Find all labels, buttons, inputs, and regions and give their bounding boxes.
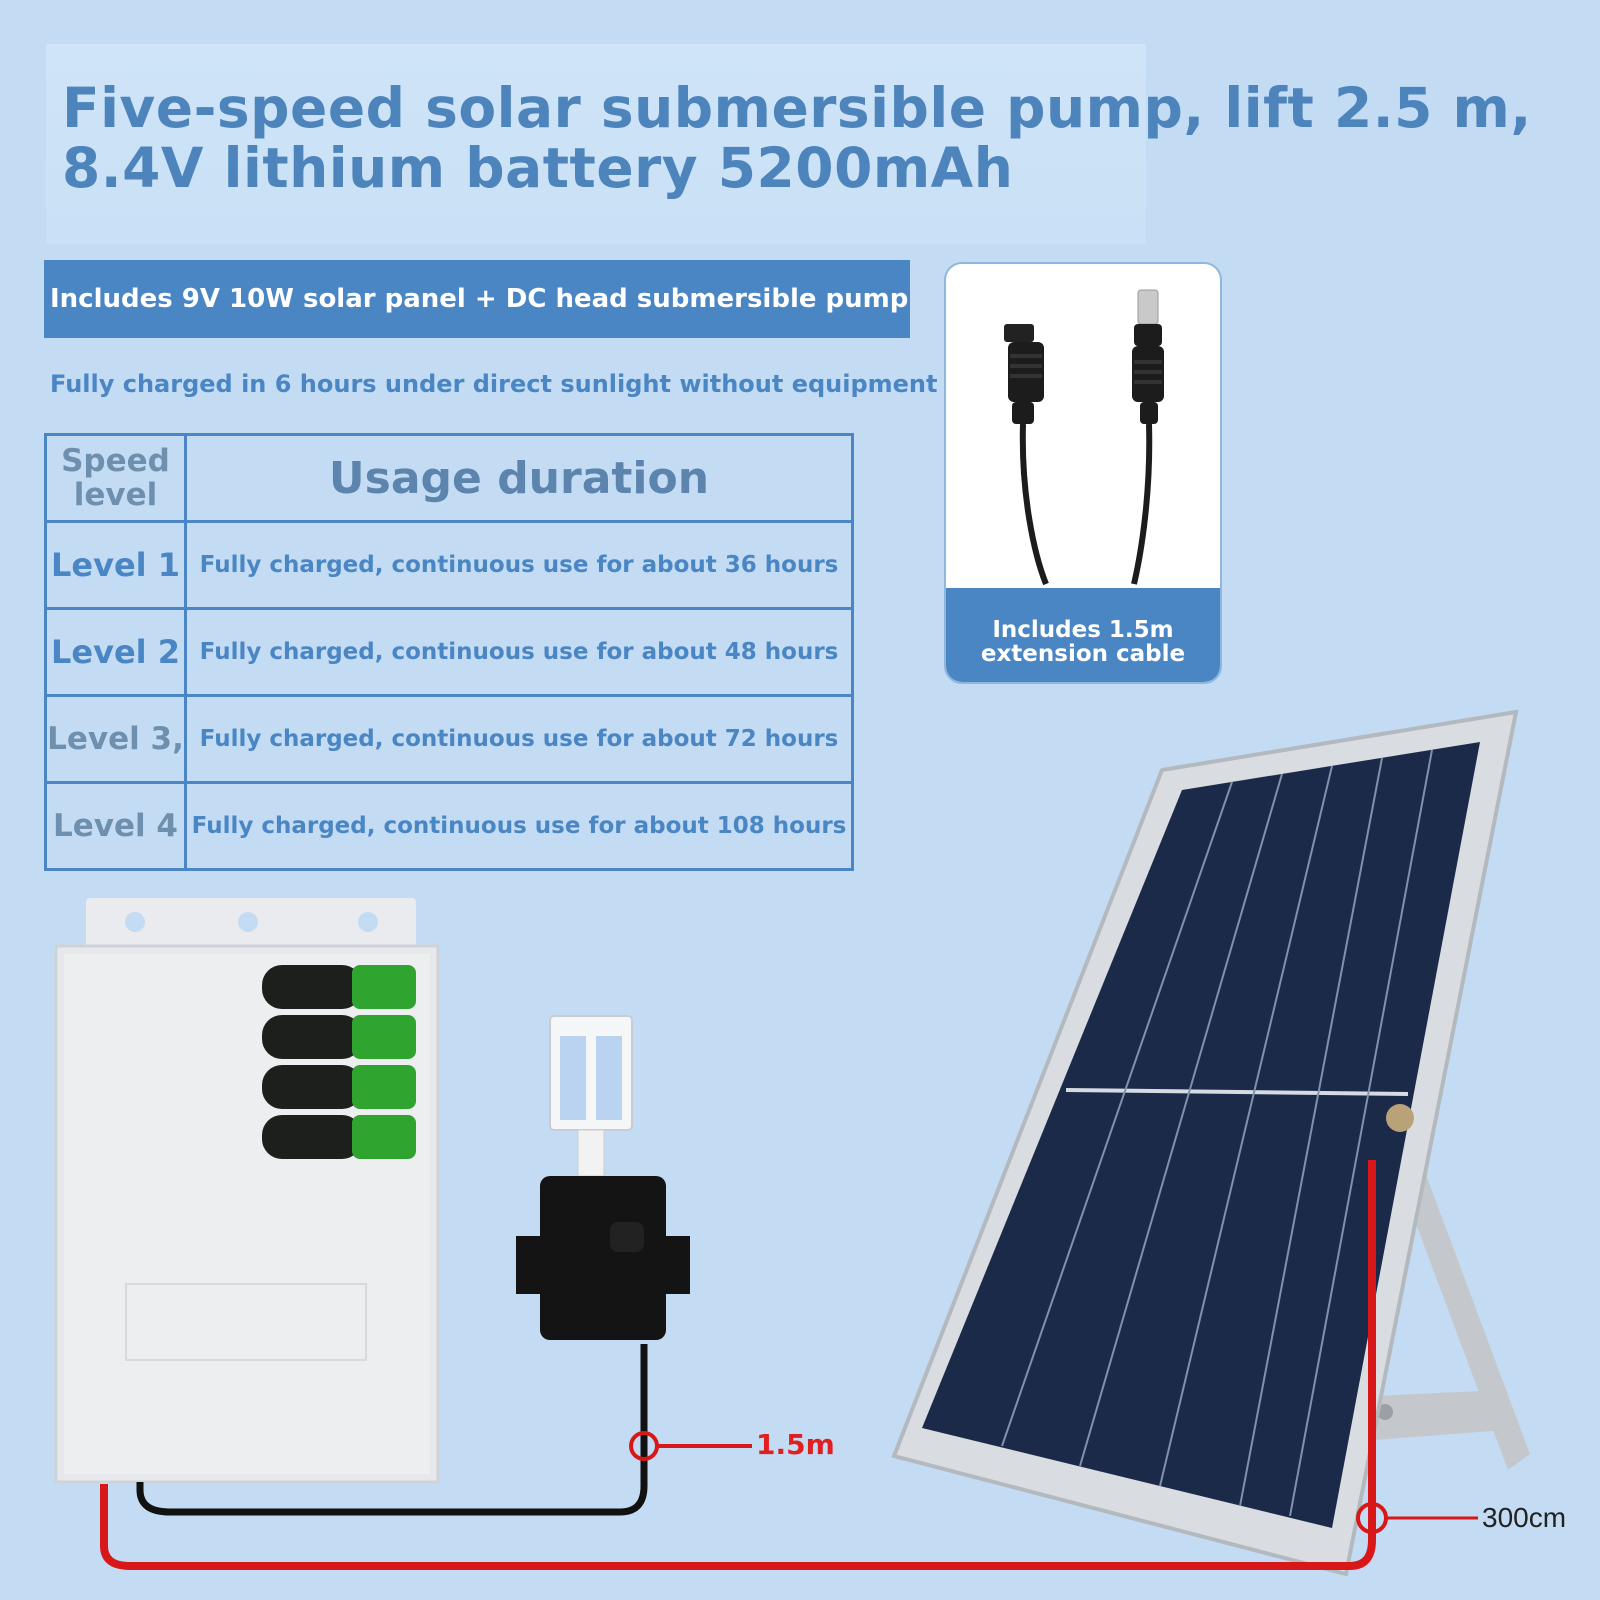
usage-duration-table: Speed level Usage duration Level 1 Fully…	[44, 433, 854, 871]
battery-cells-icon	[262, 965, 416, 1159]
extension-cable-card: Includes 1.5m extension cable	[944, 262, 1222, 684]
row-duration: Fully charged, continuous use for about …	[184, 694, 854, 784]
solar-panel-icon	[891, 709, 1530, 1577]
charging-note: Fully charged in 6 hours under direct su…	[50, 370, 938, 398]
table-row: Level 2 Fully charged, continuous use fo…	[44, 607, 854, 697]
table-row: Level 1 Fully charged, continuous use fo…	[44, 520, 854, 610]
cable-label: Includes 1.5m extension cable	[946, 588, 1220, 682]
row-level: Level 4	[44, 781, 187, 871]
table-row: Level 3, Fully charged, continuous use f…	[44, 694, 854, 784]
row-level: Level 1	[44, 520, 187, 610]
header-speed-level: Speed level	[44, 433, 187, 523]
row-duration: Fully charged, continuous use for about …	[184, 781, 854, 871]
submersible-pump-icon	[516, 1015, 690, 1340]
dc-cable-icon	[1004, 289, 1164, 586]
header-usage-duration: Usage duration	[184, 433, 854, 523]
row-level: Level 2	[44, 607, 187, 697]
row-duration: Fully charged, continuous use for about …	[184, 520, 854, 610]
table-row: Level 4 Fully charged, continuous use fo…	[44, 781, 854, 871]
row-level: Level 3,	[44, 694, 187, 784]
title-band	[46, 44, 1146, 244]
includes-banner: Includes 9V 10W solar panel + DC head su…	[44, 260, 910, 338]
panel-cable-length: 300cm	[1482, 1502, 1567, 1533]
pump-cable-length: 1.5m	[756, 1428, 835, 1461]
row-duration: Fully charged, continuous use for about …	[184, 607, 854, 697]
table-header-row: Speed level Usage duration	[44, 433, 854, 523]
page-title: Five-speed solar submersible pump, lift …	[62, 76, 1532, 200]
